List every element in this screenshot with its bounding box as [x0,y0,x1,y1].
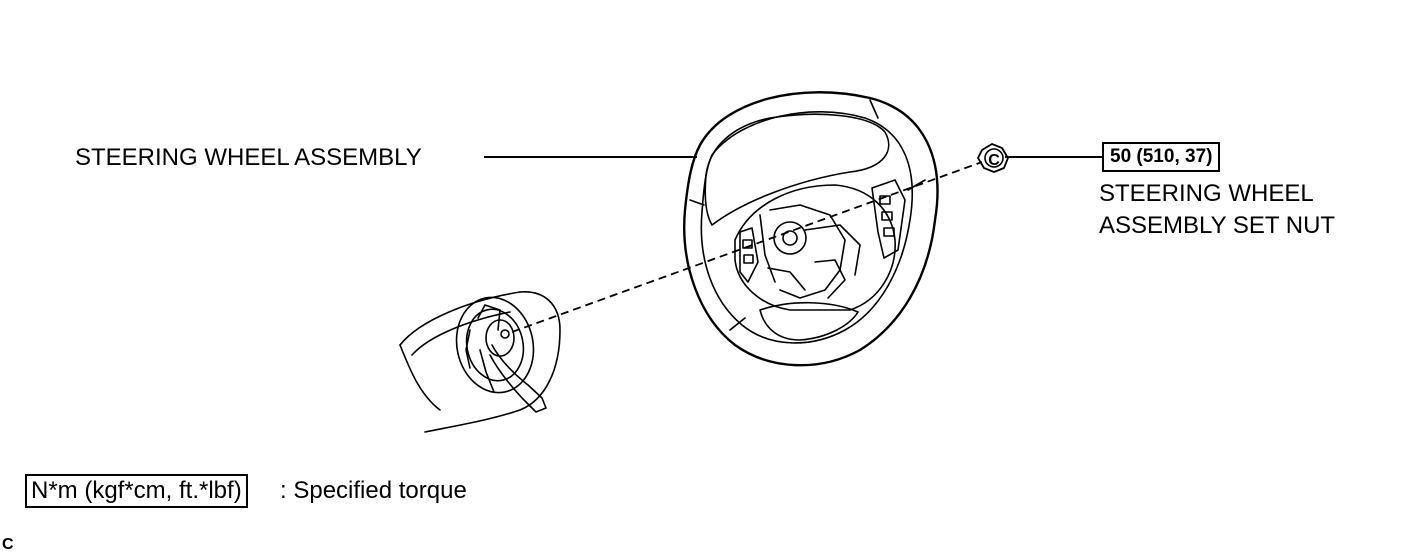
set-nut-label-line2: ASSEMBLY SET NUT [1099,212,1336,239]
nut-marker-label: C [988,152,1000,169]
corner-code: C [2,536,14,553]
set-nut [977,143,1009,173]
steering-column [399,291,561,433]
steering-wheel-assembly-label: STEERING WHEEL ASSEMBLY [75,144,422,171]
alignment-axis [511,161,983,333]
torque-legend-description: : Specified torque [280,477,467,504]
torque-unit-legend-box: N*m (kgf*cm, ft.*lbf) [25,474,248,508]
steering-wheel [683,91,939,367]
torque-value-box: 50 (510, 37) [1102,142,1221,172]
set-nut-label-line1: STEERING WHEEL [1099,180,1314,207]
